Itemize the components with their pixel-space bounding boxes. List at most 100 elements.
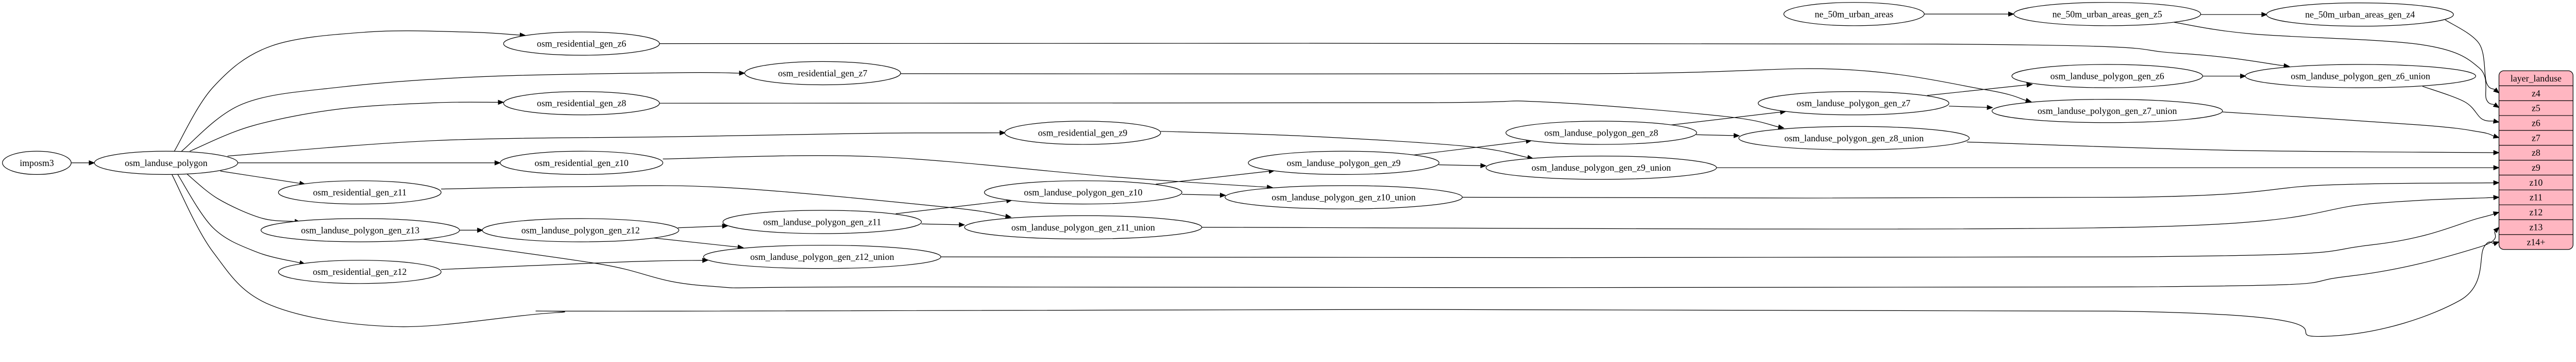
record-field-z6[interactable]: z6 [2532, 118, 2540, 128]
edge [220, 171, 306, 186]
arrowhead-icon [1005, 213, 1012, 219]
edge-line [653, 237, 738, 248]
edge [238, 160, 501, 166]
node-label: osm_landuse_polygon_gen_z6_union [2291, 71, 2430, 81]
edge-line [1967, 141, 2494, 153]
edge-line [1201, 197, 2494, 229]
record-field-z14-plus[interactable]: z14+ [2527, 237, 2545, 247]
arrowhead-icon [1777, 124, 1785, 129]
node-osm-residential-gen-z10[interactable]: osm_residential_gen_z10 [500, 151, 664, 175]
node-label: osm_landuse_polygon_gen_z6 [2050, 71, 2164, 81]
node-osm-landuse-polygon-gen-z11-union[interactable]: osm_landuse_polygon_gen_z11_union [964, 215, 1202, 239]
node-osm-landuse-polygon-gen-z6-union[interactable]: osm_landuse_polygon_gen_z6_union [2245, 64, 2476, 88]
node-osm-residential-gen-z12[interactable]: osm_residential_gen_z12 [278, 260, 442, 284]
arrowhead-icon [2493, 102, 2500, 108]
node-osm-landuse-polygon-gen-z7[interactable]: osm_landuse_polygon_gen_z7 [1757, 91, 1950, 116]
edge [1438, 163, 1487, 169]
node-osm-landuse-polygon-gen-z10[interactable]: osm_landuse_polygon_gen_z10 [984, 180, 1182, 205]
edge [1462, 180, 2500, 199]
node-osm-landuse-polygon-gen-z8-union[interactable]: osm_landuse_polygon_gen_z8_union [1738, 126, 1970, 151]
arrowhead-icon [1480, 163, 1487, 169]
edge [174, 30, 526, 152]
edge-line [1948, 106, 1988, 108]
arrowhead-icon [495, 160, 501, 166]
arrowhead-icon [739, 70, 745, 76]
node-osm-residential-gen-z7[interactable]: osm_residential_gen_z7 [744, 61, 901, 86]
node-shape [2013, 2, 2201, 26]
edge-line [1160, 131, 1528, 158]
arrowhead-icon [2493, 241, 2500, 246]
arrowhead-icon [722, 223, 728, 229]
node-osm-residential-gen-z6[interactable]: osm_residential_gen_z6 [503, 31, 660, 56]
edge [895, 198, 1013, 215]
node-osm-landuse-polygon-gen-z11[interactable]: osm_landuse_polygon_gen_z11 [722, 210, 922, 234]
edge [71, 160, 95, 166]
record-field-z12[interactable]: z12 [2530, 207, 2543, 218]
edge [227, 130, 1006, 157]
node-osm-landuse-polygon-gen-z12-union[interactable]: osm_landuse_polygon_gen_z12_union [703, 244, 941, 269]
node-ne-50m-urban-areas-gen-z4[interactable]: ne_50m_urban_areas_gen_z4 [2266, 3, 2454, 27]
node-shape [1738, 126, 1970, 151]
node-label: osm_landuse_polygon_gen_z11_union [1011, 222, 1155, 233]
layer-landuse-record[interactable]: layer_landusez4z5z6z7z8z9z10z11z12z13z14… [2498, 70, 2573, 250]
node-osm-residential-gen-z11[interactable]: osm_residential_gen_z11 [278, 180, 442, 205]
edge [1696, 133, 1740, 138]
edge-line [1182, 194, 1221, 196]
node-label: osm_landuse_polygon_gen_z7_union [2038, 106, 2177, 116]
record-field-z9[interactable]: z9 [2532, 162, 2540, 173]
edge [1967, 141, 2500, 155]
node-osm-landuse-polygon-gen-z9[interactable]: osm_landuse_polygon_gen_z9 [1248, 151, 1439, 175]
edge-line [901, 68, 2026, 101]
node-ne-50m-urban-areas[interactable]: ne_50m_urban_areas [1783, 2, 1925, 26]
node-imposm3[interactable]: imposm3 [2, 151, 72, 175]
record-field-z13[interactable]: z13 [2530, 222, 2543, 232]
edge-line [1670, 111, 1781, 126]
edge [653, 237, 744, 250]
arrowhead-icon [2493, 150, 2500, 155]
arrowhead-icon [2493, 118, 2500, 124]
edge [2202, 73, 2247, 79]
node-osm-landuse-polygon-gen-z12[interactable]: osm_landuse_polygon_gen_z12 [482, 218, 680, 242]
edge [677, 223, 728, 229]
record-field-z10[interactable]: z10 [2530, 177, 2543, 188]
edge [172, 174, 2500, 337]
node-osm-landuse-polygon-gen-z6[interactable]: osm_landuse_polygon_gen_z6 [2011, 64, 2203, 88]
record-field-z4[interactable]: z4 [2532, 88, 2540, 98]
arrowhead-icon [2493, 226, 2500, 233]
edge [181, 70, 745, 152]
edge [190, 100, 504, 152]
node-osm-landuse-polygon-gen-z8[interactable]: osm_landuse_polygon_gen_z8 [1505, 121, 1697, 145]
node-label: osm_landuse_polygon [125, 158, 208, 168]
node-shape [1485, 156, 1717, 180]
node-osm-landuse-polygon-gen-z13[interactable]: osm_landuse_polygon_gen_z13 [260, 218, 460, 242]
edge [2200, 12, 2268, 18]
node-osm-landuse-polygon-gen-z9-union[interactable]: osm_landuse_polygon_gen_z9_union [1485, 156, 1717, 180]
edge-line [663, 155, 1267, 188]
node-shape [984, 180, 1182, 205]
node-label: imposm3 [20, 158, 54, 168]
arrowhead-icon [2493, 134, 2500, 139]
node-osm-landuse-polygon[interactable]: osm_landuse_polygon [94, 151, 239, 175]
edge [659, 101, 1785, 129]
node-label: osm_residential_gen_z10 [535, 158, 629, 168]
arrowhead-icon [1987, 105, 1993, 110]
edge [663, 155, 1274, 190]
node-osm-residential-gen-z9[interactable]: osm_residential_gen_z9 [1004, 121, 1161, 145]
node-label: osm_residential_gen_z12 [313, 267, 406, 277]
node-osm-residential-gen-z8[interactable]: osm_residential_gen_z8 [503, 91, 660, 116]
node-ne-50m-urban-areas-gen-z5[interactable]: ne_50m_urban_areas_gen_z5 [2013, 2, 2201, 26]
record-field-z5[interactable]: z5 [2532, 103, 2540, 113]
edge-line [2222, 111, 2494, 137]
record-field-z11[interactable]: z11 [2530, 192, 2543, 203]
node-shape [2245, 64, 2476, 88]
edge-line [2422, 86, 2494, 122]
record-field-z8[interactable]: z8 [2532, 147, 2540, 158]
node-shape [1783, 2, 1925, 26]
node-osm-landuse-polygon-gen-z7-union[interactable]: osm_landuse_polygon_gen_z7_union [1991, 99, 2223, 123]
edge-line [190, 102, 499, 152]
record-field-z7[interactable]: z7 [2532, 133, 2540, 143]
node-shape [2266, 3, 2454, 27]
node-shape [278, 260, 442, 284]
node-osm-landuse-polygon-gen-z10-union[interactable]: osm_landuse_polygon_gen_z10_union [1225, 185, 1463, 209]
edge [921, 222, 965, 227]
